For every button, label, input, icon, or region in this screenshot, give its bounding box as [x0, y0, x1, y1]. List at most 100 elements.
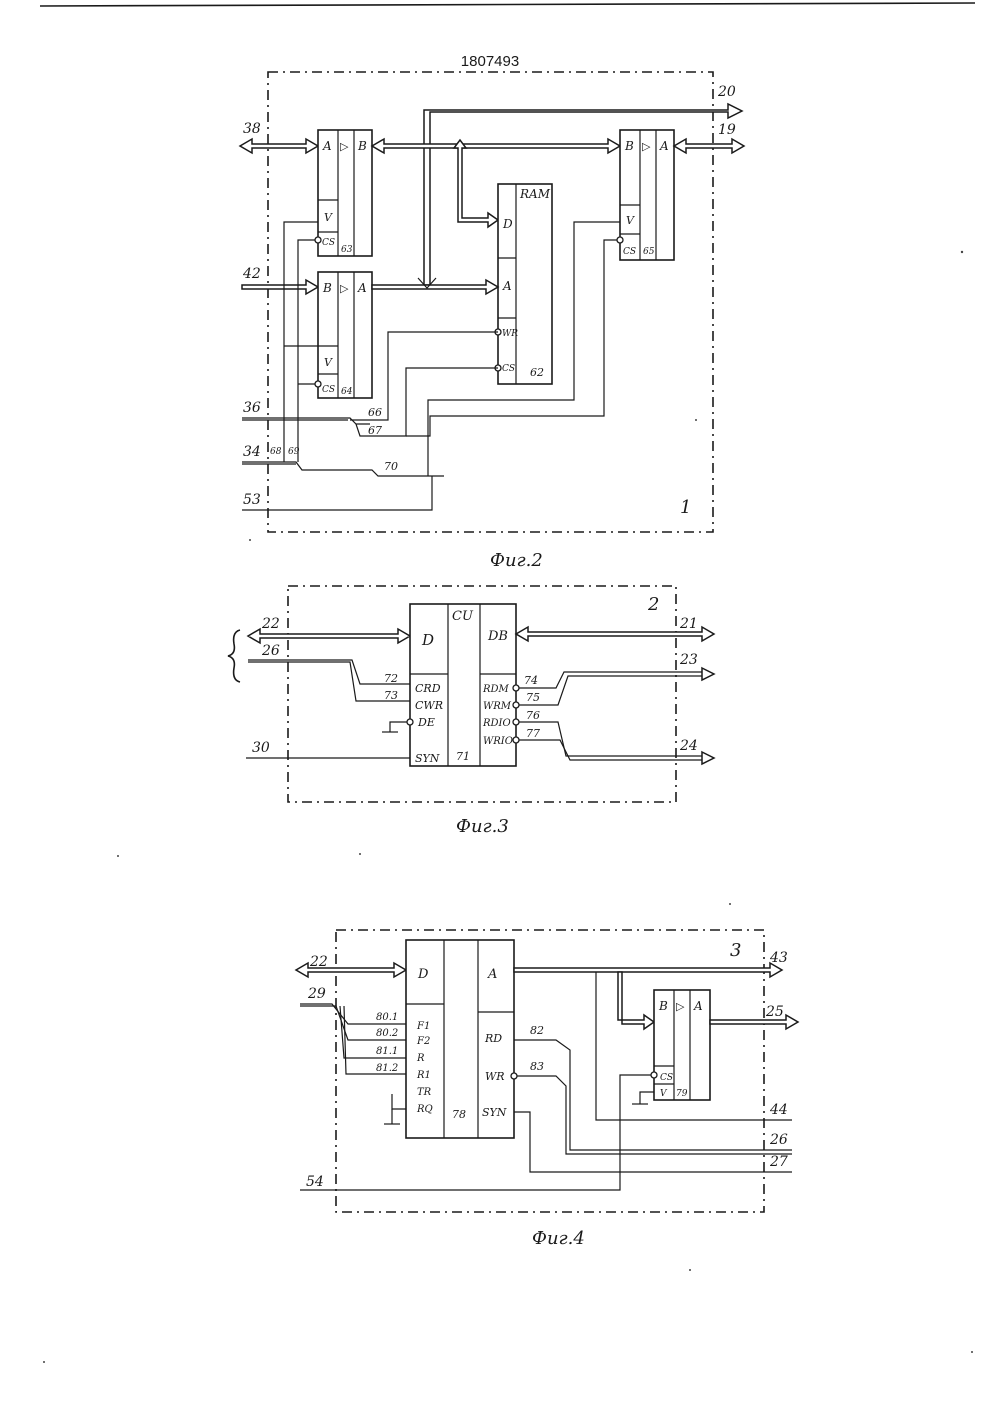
- fig3-label-24: 24: [679, 738, 698, 754]
- buffer-63-pin-cs: CS: [322, 238, 335, 248]
- fig2-caption: Фиг.2: [490, 550, 543, 571]
- fig3-label-74: 74: [524, 674, 538, 687]
- buffer-79-pin-cs: CS: [660, 1073, 673, 1083]
- label-20: 20: [717, 84, 736, 100]
- fig4-input-wiring: 29 80.1 80.2 81.1 81.2: [300, 986, 406, 1124]
- buffer-63-symbol: ▷: [340, 140, 349, 153]
- bus-63-65: [372, 139, 620, 153]
- fig4-label-80-2: 80.2: [376, 1028, 398, 1039]
- patent-number: 1807493: [461, 53, 519, 70]
- wire-77: [519, 740, 702, 760]
- chip78-left-pin-3: R1: [416, 1070, 431, 1081]
- buffer-64-port-b: B: [322, 281, 332, 295]
- fig3-label-23: 23: [679, 652, 698, 668]
- fig3-diagram: 2 22 CU D DB CRD CWR DE SYN RDM WRM RDIO…: [228, 586, 714, 837]
- ram-number: 62: [530, 366, 544, 379]
- chip78-left-pin-4: TR: [417, 1087, 432, 1098]
- chip78-pin-a: A: [487, 967, 497, 982]
- buffer-79-v-ground: [640, 1092, 654, 1104]
- sheet-top-border: [40, 3, 975, 6]
- fig4-diagram: 3 22 D A F1 F2 R R1 TR RQ RD WR SYN 78: [296, 930, 798, 1249]
- fig4-caption: Фиг.4: [532, 1228, 585, 1249]
- fig2-block-id: 1: [680, 497, 691, 518]
- fig3-label-72: 72: [384, 672, 398, 685]
- buffer-65-port-a: A: [659, 139, 669, 153]
- wire-74: [519, 672, 702, 688]
- bus-38: [240, 139, 318, 153]
- fig3-label-73: 73: [384, 689, 398, 702]
- ram-62: RAM D A WR CS 62: [495, 184, 552, 384]
- brace-22-26: [228, 630, 240, 682]
- fig3-label-77: 77: [526, 727, 540, 740]
- de-ground-wire: [390, 722, 407, 732]
- buffer-79-port-a: A: [693, 999, 703, 1013]
- buffer-65-number: 65: [643, 247, 655, 257]
- fig4-label-83: 83: [530, 1060, 544, 1073]
- cu-left-pin-0: CRD: [415, 682, 441, 695]
- fig4-label-81-2: 81.2: [376, 1063, 398, 1074]
- fig4-block-id: 3: [730, 940, 741, 961]
- label-19: 19: [718, 122, 736, 138]
- fig2-diagram: 1 20 38 A ▷ B V CS 63: [240, 72, 744, 571]
- fig4-label-80-1: 80.1: [376, 1012, 398, 1023]
- fig4-label-22: 22: [309, 954, 328, 970]
- ram-title: RAM: [519, 187, 551, 201]
- buffer-64-pin-cs: CS: [322, 385, 335, 395]
- buffer-63-number: 63: [341, 245, 353, 255]
- buffer-64: B ▷ A V CS 64: [315, 272, 372, 398]
- buffer-65-symbol: ▷: [642, 140, 651, 153]
- fig3-caption: Фиг.3: [456, 816, 509, 837]
- label-68: 68: [270, 447, 282, 457]
- buffer-64-pin-v: V: [324, 356, 333, 369]
- label-36: 36: [243, 400, 261, 416]
- buffer-65-port-b: B: [624, 139, 634, 153]
- fig4-label-26: 26: [769, 1132, 788, 1148]
- buffer-64-symbol: ▷: [340, 282, 349, 295]
- cu-71: CU D DB CRD CWR DE SYN RDM WRM RDIO WRIO…: [407, 604, 519, 766]
- bus-to-ram-a: [372, 280, 498, 294]
- buffer-63: A ▷ B V CS 63: [315, 130, 372, 256]
- fig3-label-75: 75: [526, 691, 540, 704]
- bus-19: [674, 139, 744, 153]
- bus-to-buffer-79: [618, 972, 654, 1029]
- arrow-24: [702, 752, 714, 764]
- fig2-control-wiring: 36 66 67 34 68 69 70 53: [242, 222, 620, 510]
- buffer-65: B ▷ A V CS 65: [617, 130, 674, 260]
- fig4-label-27: 27: [769, 1154, 788, 1170]
- fig4-label-43: 43: [769, 950, 788, 966]
- fig3-label-22: 22: [261, 616, 280, 632]
- buffer-63-pin-v: V: [324, 211, 333, 224]
- chip78-left-pin-5: RQ: [416, 1104, 433, 1115]
- buffer-63-port-b: B: [357, 139, 367, 153]
- label-34: 34: [243, 444, 261, 460]
- wire-82: [514, 1040, 792, 1150]
- buffer-63-port-a: A: [322, 139, 332, 153]
- cu-title: CU: [452, 609, 474, 624]
- chip78-left-pin-1: F2: [416, 1036, 430, 1047]
- bus-43: [514, 963, 782, 977]
- fig4-label-44: 44: [769, 1102, 788, 1118]
- bus-42: [242, 280, 318, 294]
- wire-75: [519, 676, 702, 705]
- buffer-79-number: 79: [676, 1089, 688, 1099]
- chip78-right-pin-0: RD: [484, 1032, 502, 1045]
- fig3-label-30: 30: [252, 740, 270, 756]
- scan-noise: [43, 251, 973, 1363]
- cu-pin-d: D: [421, 631, 434, 649]
- fig4-label-25: 25: [765, 1004, 784, 1020]
- cu-right-pin-3: WRIO: [483, 736, 513, 747]
- chip-78: D A F1 F2 R R1 TR RQ RD WR SYN 78: [406, 940, 517, 1138]
- fig3-block-id: 2: [647, 594, 659, 615]
- label-67: 67: [368, 424, 382, 437]
- wire-76: [519, 722, 702, 756]
- ram-pin-wr: WR: [502, 329, 518, 339]
- cu-right-pin-1: WRM: [483, 701, 512, 712]
- buffer-64-port-a: A: [357, 281, 367, 295]
- fig4-label-81-1: 81.1: [376, 1046, 398, 1057]
- buffer-79-symbol: ▷: [676, 1000, 685, 1013]
- label-66: 66: [368, 406, 382, 419]
- buffer-79-port-b: B: [658, 999, 668, 1013]
- chip78-number: 78: [452, 1108, 466, 1121]
